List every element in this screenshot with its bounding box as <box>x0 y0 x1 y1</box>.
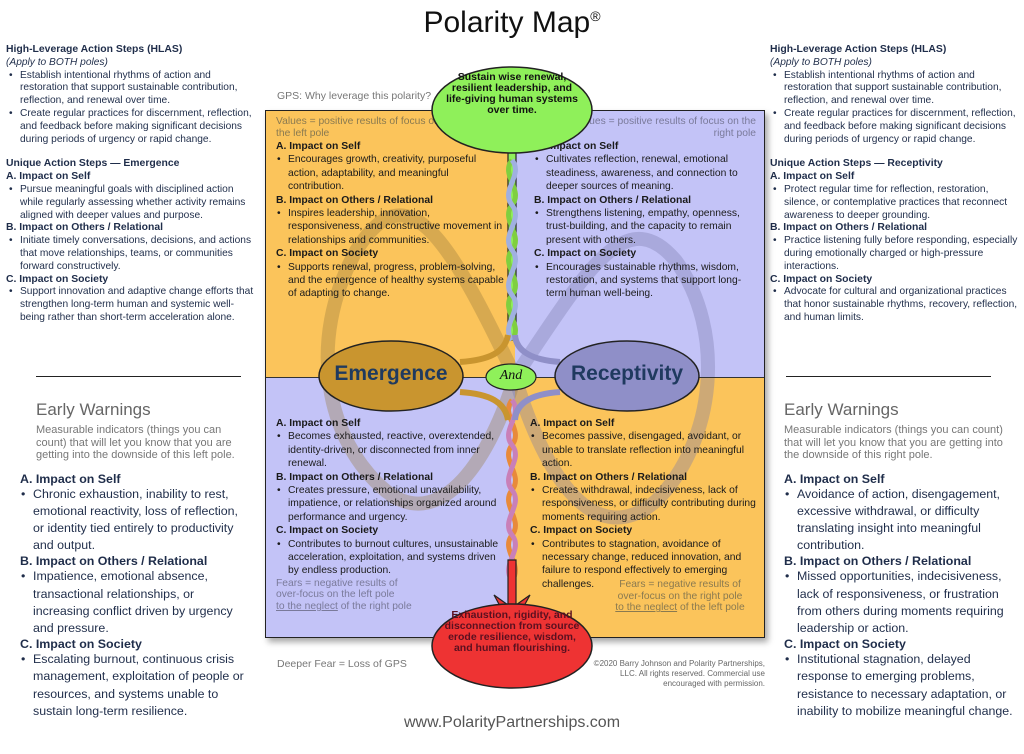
right-ew-heading: B. Impact on Others / Relational <box>784 554 972 569</box>
left-ew-item: Escalating burnout, continuous crisis ma… <box>20 651 250 720</box>
right-early-warnings: Early Warnings Measurable indicators (th… <box>784 400 1014 720</box>
fears-right-rest: of the left pole <box>677 602 745 614</box>
lr-item: Creates withdrawal, indecisiveness, lack… <box>530 484 760 524</box>
right-section-heading: C. Impact on Society <box>770 273 873 285</box>
right-action-steps: High-Leverage Action Steps (HLAS) (Apply… <box>770 44 1022 325</box>
left-pole-label: Emergence <box>334 362 448 385</box>
left-hlas-subtitle: (Apply to BOTH poles) <box>6 56 108 68</box>
right-section-item: Protect regular time for reflection, res… <box>770 184 1022 222</box>
gps-statement: Sustain wise renewal, resilient leadersh… <box>446 71 578 116</box>
ur-item: Strengthens listening, empathy, openness… <box>534 207 756 247</box>
ul-item: Supports renewal, progress, problem-solv… <box>276 261 506 301</box>
left-section-item: Initiate timely conversations, decisions… <box>6 235 258 273</box>
ur-heading: B. Impact on Others / Relational <box>534 194 692 206</box>
ll-item: Becomes exhausted, reactive, overextende… <box>276 430 508 470</box>
left-ew-heading: A. Impact on Self <box>20 471 121 486</box>
left-ew-heading: B. Impact on Others / Relational <box>20 554 208 569</box>
and-connector-label: And <box>499 368 523 383</box>
website-link[interactable]: www.PolarityPartnerships.com <box>403 714 621 731</box>
left-hlas-item: Establish intentional rhythms of action … <box>6 70 258 108</box>
right-ew-heading: C. Impact on Society <box>784 637 906 652</box>
left-ew-item: Chronic exhaustion, inability to rest, e… <box>20 486 250 555</box>
title-text: Polarity Map <box>423 6 591 39</box>
left-section-heading: B. Impact on Others / Relational <box>6 222 164 234</box>
gps-label: GPS: Why leverage this polarity? <box>277 90 432 102</box>
upper-left-content: Values = positive results of focus on th… <box>276 116 506 301</box>
lr-item: Becomes passive, disengaged, avoidant, o… <box>530 430 760 470</box>
lr-heading: B. Impact on Others / Relational <box>530 471 688 483</box>
deeper-fear-label: Deeper Fear = Loss of GPS <box>277 658 407 670</box>
ll-item: Creates pressure, emotional unavailabili… <box>276 484 508 524</box>
upper-right-content: Values = positive results of focus on th… <box>534 116 756 301</box>
left-ew-item: Impatience, emotional absence, transacti… <box>20 568 250 637</box>
right-pole-label: Receptivity <box>570 362 684 385</box>
right-section-item: Advocate for cultural and organizational… <box>770 286 1022 324</box>
left-ew-heading: C. Impact on Society <box>20 637 142 652</box>
right-divider <box>786 376 991 377</box>
ul-heading: C. Impact on Society <box>276 248 379 260</box>
left-section-heading: A. Impact on Self <box>6 171 91 183</box>
right-hlas-subtitle: (Apply to BOTH poles) <box>770 56 872 68</box>
lr-item: Contributes to stagnation, avoidance of … <box>530 538 760 592</box>
right-section-heading: A. Impact on Self <box>770 171 855 183</box>
left-action-steps: High-Leverage Action Steps (HLAS) (Apply… <box>6 44 258 325</box>
lr-heading: A. Impact on Self <box>530 418 615 429</box>
copyright-notice: ©2020 Barry Johnson and Polarity Partner… <box>593 659 765 688</box>
ur-item: Encourages sustainable rhythms, wisdom, … <box>534 261 756 301</box>
ll-heading: B. Impact on Others / Relational <box>276 471 434 483</box>
right-hlas-item: Establish intentional rhythms of action … <box>770 70 1022 108</box>
left-hlas-title: High-Leverage Action Steps (HLAS) <box>6 44 183 55</box>
fears-left-line2: over-focus on the left pole <box>276 589 395 601</box>
ur-item: Cultivates reflection, renewal, emotiona… <box>534 153 756 193</box>
lr-heading: C. Impact on Society <box>530 525 633 537</box>
left-unique-title: Unique Action Steps — Emergence <box>6 158 180 170</box>
fears-left-neglect: to the neglect <box>276 600 338 612</box>
left-section-item: Support innovation and adaptive change e… <box>6 286 258 324</box>
right-hlas-item: Create regular practices for discernment… <box>770 108 1022 146</box>
right-ew-item: Institutional stagnation, delayed respon… <box>784 651 1014 720</box>
lower-right-content: A. Impact on Self Becomes passive, disen… <box>530 417 760 614</box>
right-ew-item: Avoidance of action, disengagement, exce… <box>784 486 1014 555</box>
right-hlas-title: High-Leverage Action Steps (HLAS) <box>770 44 947 55</box>
ll-item: Contributes to burnout cultures, unsusta… <box>276 538 508 578</box>
left-ew-title: Early Warnings <box>36 400 151 419</box>
ll-heading: A. Impact on Self <box>276 418 361 429</box>
ur-heading: C. Impact on Society <box>534 248 637 260</box>
fears-left-line1: Fears = negative results of <box>276 577 398 589</box>
fears-right-line2: over-focus on the right pole <box>617 590 743 602</box>
values-right-label: Values = positive results of focus on th… <box>575 116 756 139</box>
ul-item: Encourages growth, creativity, purposefu… <box>276 153 506 193</box>
left-ew-description: Measurable indicators (things you can co… <box>36 424 235 461</box>
right-ew-description: Measurable indicators (things you can co… <box>784 424 1003 461</box>
fears-left-label: Fears = negative results of over-focus o… <box>276 578 508 613</box>
left-divider <box>36 376 241 377</box>
right-ew-item: Missed opportunities, indecisiveness, la… <box>784 568 1014 637</box>
right-ew-heading: A. Impact on Self <box>784 471 885 486</box>
registered-mark: ® <box>590 8 601 24</box>
left-early-warnings: Early Warnings Measurable indicators (th… <box>20 400 250 720</box>
left-section-heading: C. Impact on Society <box>6 273 109 285</box>
right-ew-title: Early Warnings <box>784 400 899 419</box>
values-left-label: Values = positive results of focus on th… <box>276 116 440 139</box>
ur-heading: A. Impact on Self <box>534 141 619 152</box>
ul-heading: B. Impact on Others / Relational <box>276 194 434 206</box>
fears-right-line3: to the neglect of the left pole <box>600 602 760 614</box>
right-section-heading: B. Impact on Others / Relational <box>770 222 928 234</box>
ll-heading: C. Impact on Society <box>276 525 379 537</box>
ul-heading: A. Impact on Self <box>276 141 361 152</box>
left-section-item: Pursue meaningful goals with disciplined… <box>6 184 258 222</box>
right-unique-title: Unique Action Steps — Receptivity <box>770 158 943 170</box>
page-title: Polarity Map® <box>0 6 1024 40</box>
right-section-item: Practice listening fully before respondi… <box>770 235 1022 273</box>
fears-left-line3: to the neglect of the right pole <box>276 601 508 613</box>
fears-right-neglect: to the neglect <box>615 602 678 614</box>
deeper-fear-statement: Exhaustion, rigidity, and disconnection … <box>444 609 580 654</box>
fears-left-rest: of the right pole <box>337 600 412 612</box>
left-hlas-item: Create regular practices for discernment… <box>6 108 258 146</box>
ul-item: Inspires leadership, innovation, respons… <box>276 207 506 247</box>
lower-left-content: A. Impact on Self Becomes exhausted, rea… <box>276 417 508 612</box>
